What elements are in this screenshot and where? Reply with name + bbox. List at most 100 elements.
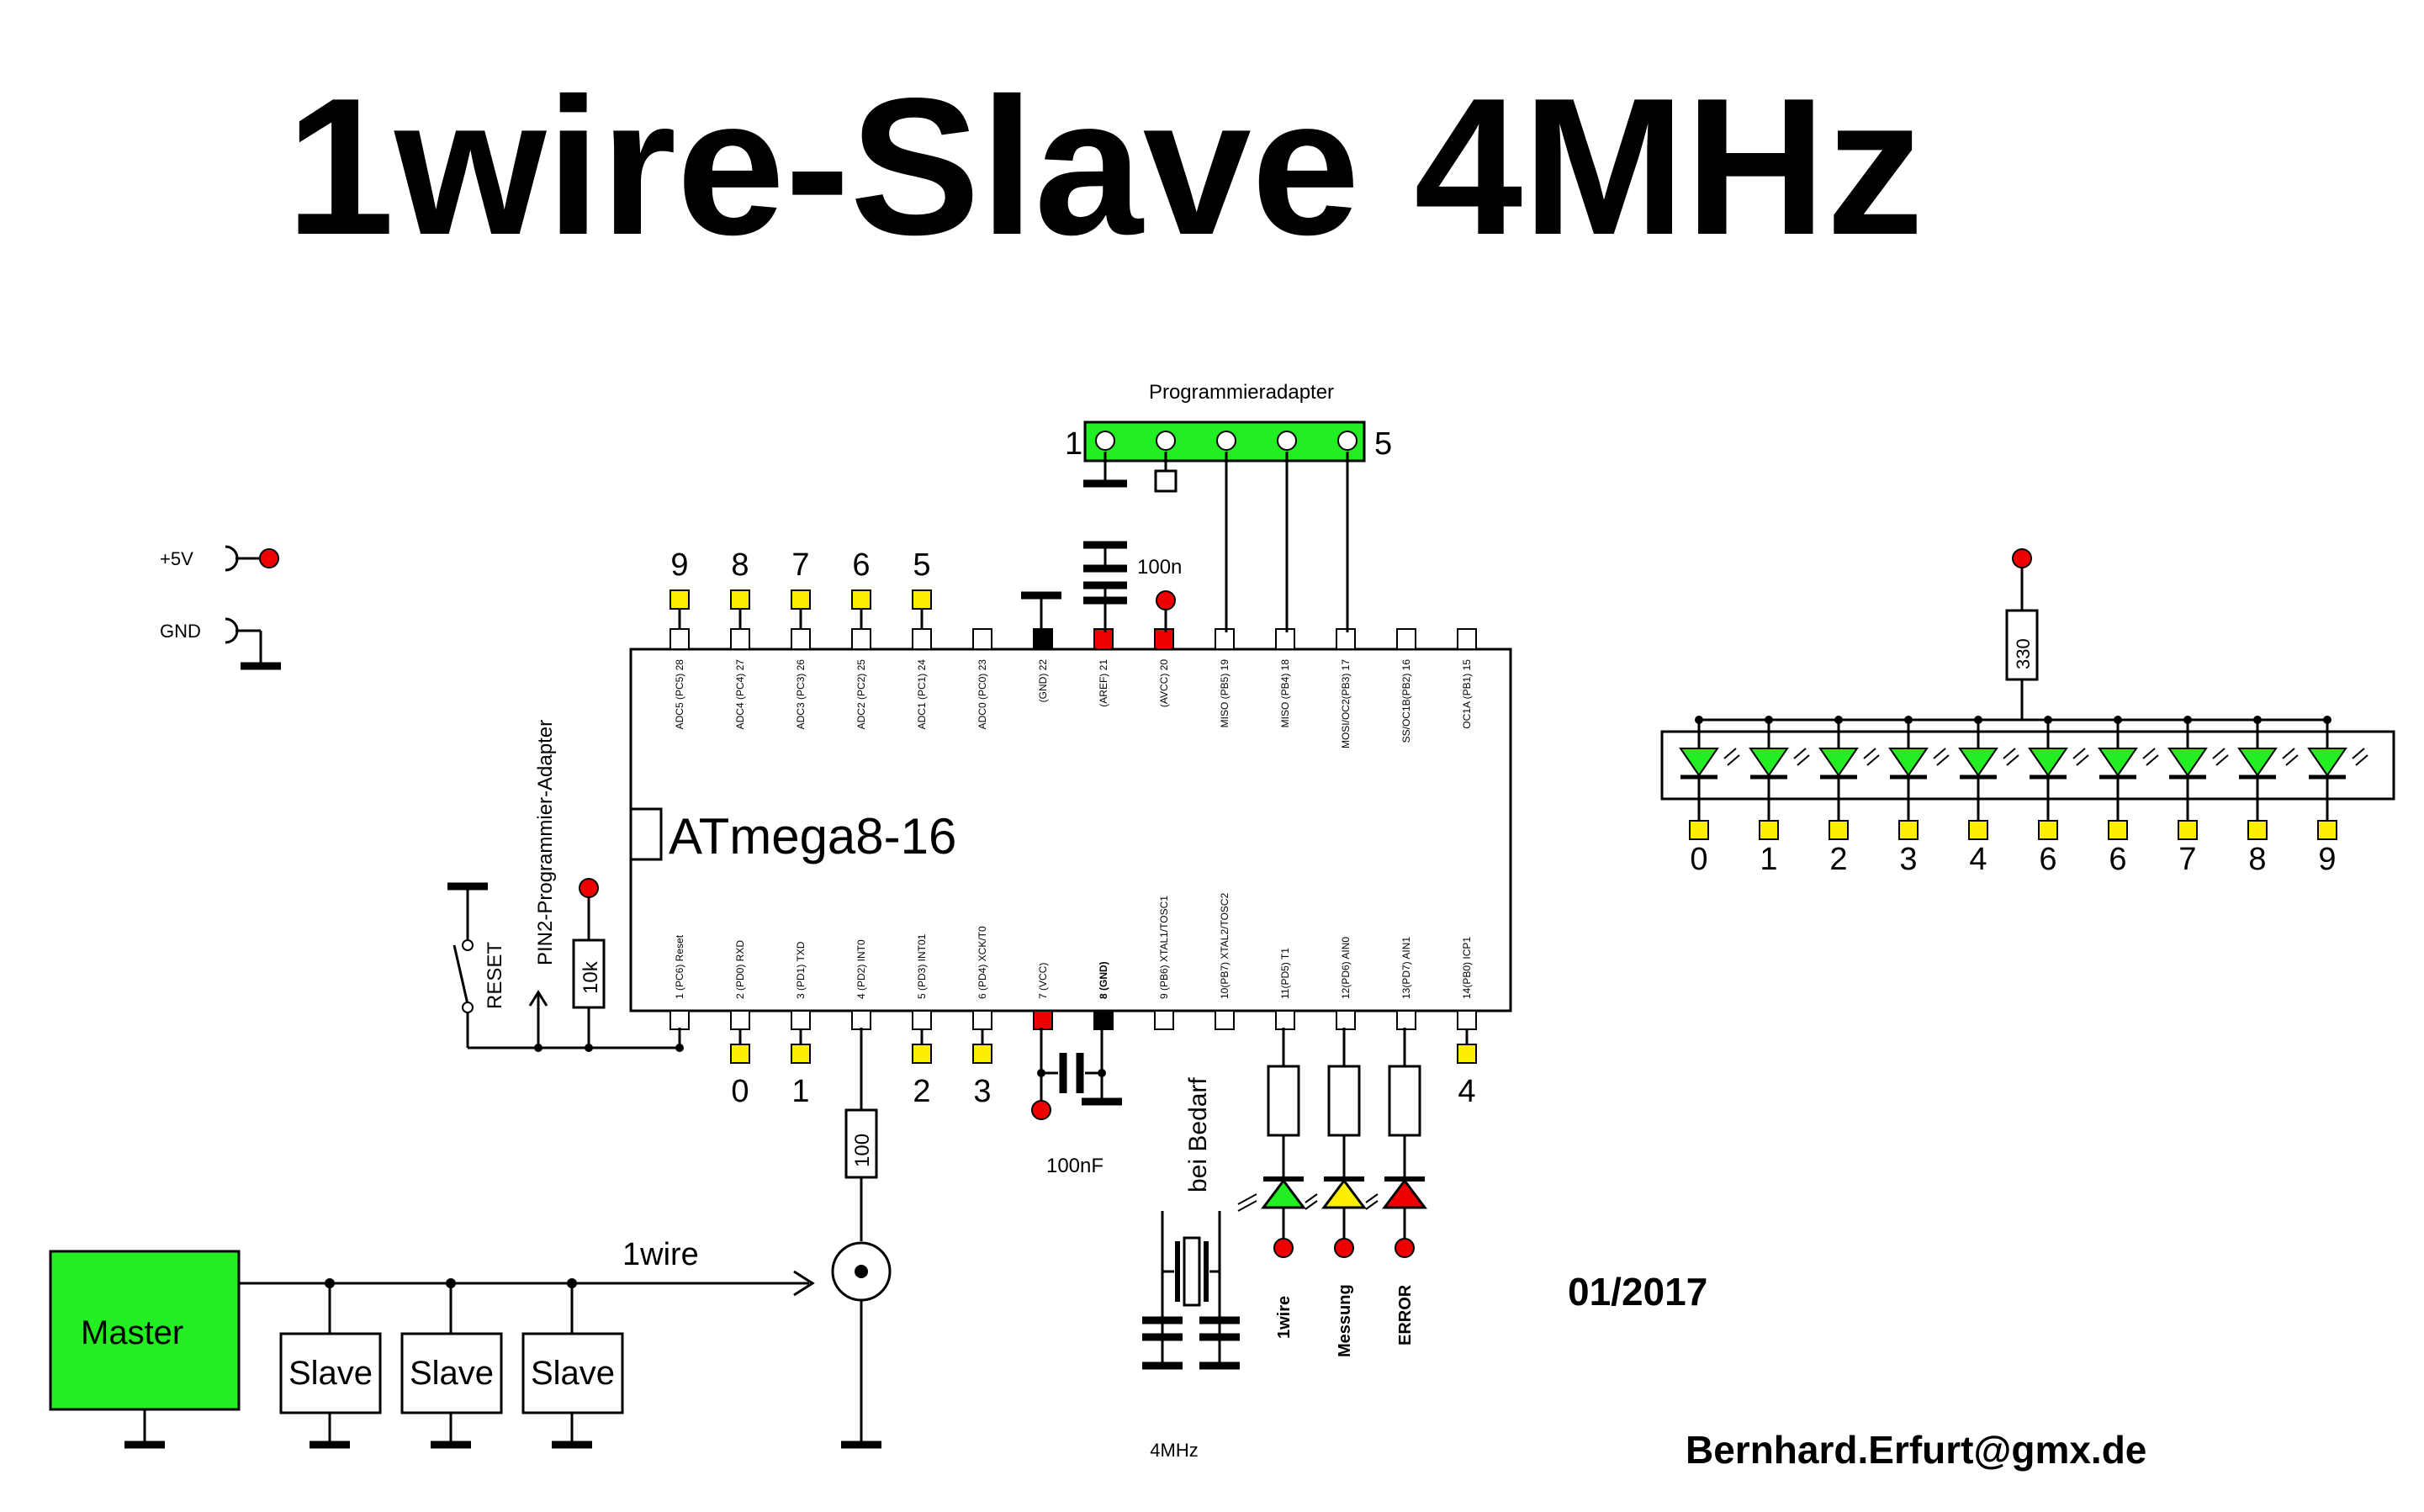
- programmer-pin-circle-3: [1216, 431, 1236, 451]
- ledbar-port-3: [1898, 820, 1919, 840]
- ledbar-rays-1: [1793, 748, 1810, 766]
- chip-bottom-pin-4: [851, 1010, 871, 1030]
- chip-bottom-pin-11: [1275, 1010, 1295, 1030]
- slave-1: Slave: [279, 1278, 382, 1449]
- crystal-freq-label: 4MHz: [1150, 1440, 1198, 1461]
- prog-pin2-open: [1154, 469, 1178, 493]
- chip-top-pin-1: [670, 628, 690, 650]
- junction-gnd: [1098, 1069, 1106, 1077]
- chip-top-pin-label-14: OC1A (PB1) 15: [1461, 659, 1473, 729]
- led-error: [1382, 1178, 1427, 1209]
- top-port-marker-1: [670, 589, 690, 610]
- ledbar-frame: [1660, 730, 2395, 801]
- ledbar-rays-0: [1723, 748, 1740, 766]
- ledbar-digit-9: 9: [2318, 842, 2336, 877]
- gnd-symbol: [225, 617, 239, 644]
- vcc-dot: [1031, 1100, 1051, 1120]
- top-port-marker-4: [851, 589, 871, 610]
- chip-bottom-pin-label-3: 3 (PD1) TXD: [795, 941, 807, 999]
- chip-bottom-pin-label-7: 7 (VCC): [1037, 963, 1049, 999]
- ledbar-port-0: [1689, 820, 1709, 840]
- author-email: Bernhard.Erfurt@gmx.de: [1686, 1428, 2146, 1472]
- cap-100nf-label: 100nF: [1046, 1155, 1104, 1177]
- programmer-pin-1: 1: [1065, 426, 1082, 462]
- diagram-title: 1wire-Slave 4MHz: [286, 58, 1924, 276]
- chip-bottom-pin-label-1: 1 (PC6) Reset: [674, 934, 685, 999]
- ledbar-port-2: [1829, 820, 1849, 840]
- resistor-330-label: 330: [2013, 638, 2034, 669]
- chip-top-pin-label-6: ADC0 (PC0) 23: [976, 659, 988, 730]
- plus5v-dot: [259, 548, 279, 568]
- bus-connector-center: [855, 1265, 868, 1278]
- chip-bottom-pin-9: [1154, 1010, 1174, 1030]
- chip-bottom-pin-label-6: 6 (PD4) XCK/T0: [976, 926, 988, 999]
- bottom-digit-2: 2: [913, 1074, 930, 1109]
- ledbar-digit-3: 3: [1899, 842, 1917, 877]
- programmer-pin-circle-4: [1277, 431, 1297, 451]
- pin2-adapter-label: PIN2-Programmier-Adapter: [534, 720, 557, 965]
- chip-top-pin-label-13: SS/OC1B(PB2) 16: [1400, 659, 1412, 743]
- ledbar-led-3: [1888, 748, 1929, 777]
- bottom-digit-1: 1: [791, 1074, 809, 1109]
- chip-top-pin-label-9: (AVCC) 20: [1158, 659, 1170, 707]
- chip-name: ATmega8-16: [669, 808, 956, 864]
- chip-bottom-pin-3: [791, 1010, 811, 1030]
- bottom-port-digits: 0 1 2 3 4: [731, 1074, 1475, 1109]
- ledbar-led-0: [1679, 748, 1719, 777]
- slave-1-box: [279, 1332, 382, 1414]
- ledbar-rays-5: [2072, 748, 2089, 766]
- date-label: 01/2017: [1568, 1270, 1707, 1314]
- top-port-marker-3: [791, 589, 811, 610]
- resistor-100: [844, 1108, 878, 1179]
- programmer-pin-circle-5: [1337, 431, 1358, 451]
- reset-switch-lever: [453, 944, 469, 1005]
- chip-top-pin-label-3: ADC3 (PC3) 26: [795, 659, 807, 730]
- junction-reset: [675, 1044, 684, 1052]
- led-1wire-rays: [1237, 1193, 1257, 1212]
- chip-bottom-pin-label-12: 12(PD6) AIN0: [1340, 937, 1352, 999]
- ledbar-rays-7: [2212, 748, 2229, 766]
- ledbar-rays-2: [1863, 748, 1880, 766]
- plus5v-symbol: [225, 545, 239, 572]
- chip-bottom-pin-6: [972, 1010, 992, 1030]
- reset-switch-contact-bottom: [462, 1002, 474, 1013]
- led-messung-vcc: [1334, 1238, 1354, 1258]
- ledbar-digit-5: 6: [2039, 842, 2056, 877]
- ledbar-led-7: [2167, 748, 2208, 777]
- top-port-digits: 9 8 7 6 5: [670, 547, 930, 583]
- top-digit-8: 8: [731, 547, 749, 583]
- chip-bottom-pin-label-13: 13(PD7) AIN1: [1400, 937, 1412, 999]
- chip-top-pin-label-11: MISO (PB4) 18: [1279, 659, 1291, 728]
- programmer-pin-5: 5: [1374, 426, 1392, 462]
- bottom-port-marker-5: [912, 1044, 932, 1064]
- programmer-pin-circle-1: [1095, 431, 1115, 451]
- top-digit-7: 7: [791, 547, 809, 583]
- chip-bottom-pin-label-9: 9 (PB6) XTAL1/TOSC1: [1158, 896, 1170, 999]
- chip-bottom-pin-label-11: 11(PD5) T1: [1279, 948, 1291, 999]
- ledbar-digit-7: 7: [2178, 842, 2196, 877]
- reset-vcc-dot: [579, 878, 599, 898]
- ledbar-digit-1: 1: [1760, 842, 1777, 877]
- chip-top-pin-9: [1154, 628, 1174, 650]
- pin2-arrow: [528, 990, 548, 1007]
- chip-top-pin-3: [791, 628, 811, 650]
- ledbar-led-1: [1749, 748, 1789, 777]
- slave-2: Slave: [400, 1278, 503, 1449]
- chip-bottom-pin-8: [1093, 1010, 1114, 1030]
- ledbar-rays-3: [1933, 748, 1950, 766]
- top-digit-6: 6: [852, 547, 870, 583]
- chip-top-pin-2: [730, 628, 750, 650]
- bottom-digit-0: 0: [731, 1074, 749, 1109]
- slave-2-box: [400, 1332, 503, 1414]
- bottom-port-marker-14: [1457, 1044, 1477, 1064]
- 1wire-bus-arrow: [793, 1270, 815, 1297]
- chip-bottom-pin-label-2: 2 (PD0) RXD: [734, 940, 746, 999]
- ledbar-digit-8: 8: [2248, 842, 2266, 877]
- reset-label: RESET: [484, 942, 506, 1009]
- chip-top-pin-label-1: ADC5 (PC5) 28: [674, 659, 685, 730]
- chip-bottom-pin-12: [1336, 1010, 1356, 1030]
- slave-2-label: Slave: [410, 1355, 494, 1392]
- status-led-1wire: 1wire: [1237, 1028, 1306, 1339]
- chip-bottom-pin-1: [670, 1010, 690, 1030]
